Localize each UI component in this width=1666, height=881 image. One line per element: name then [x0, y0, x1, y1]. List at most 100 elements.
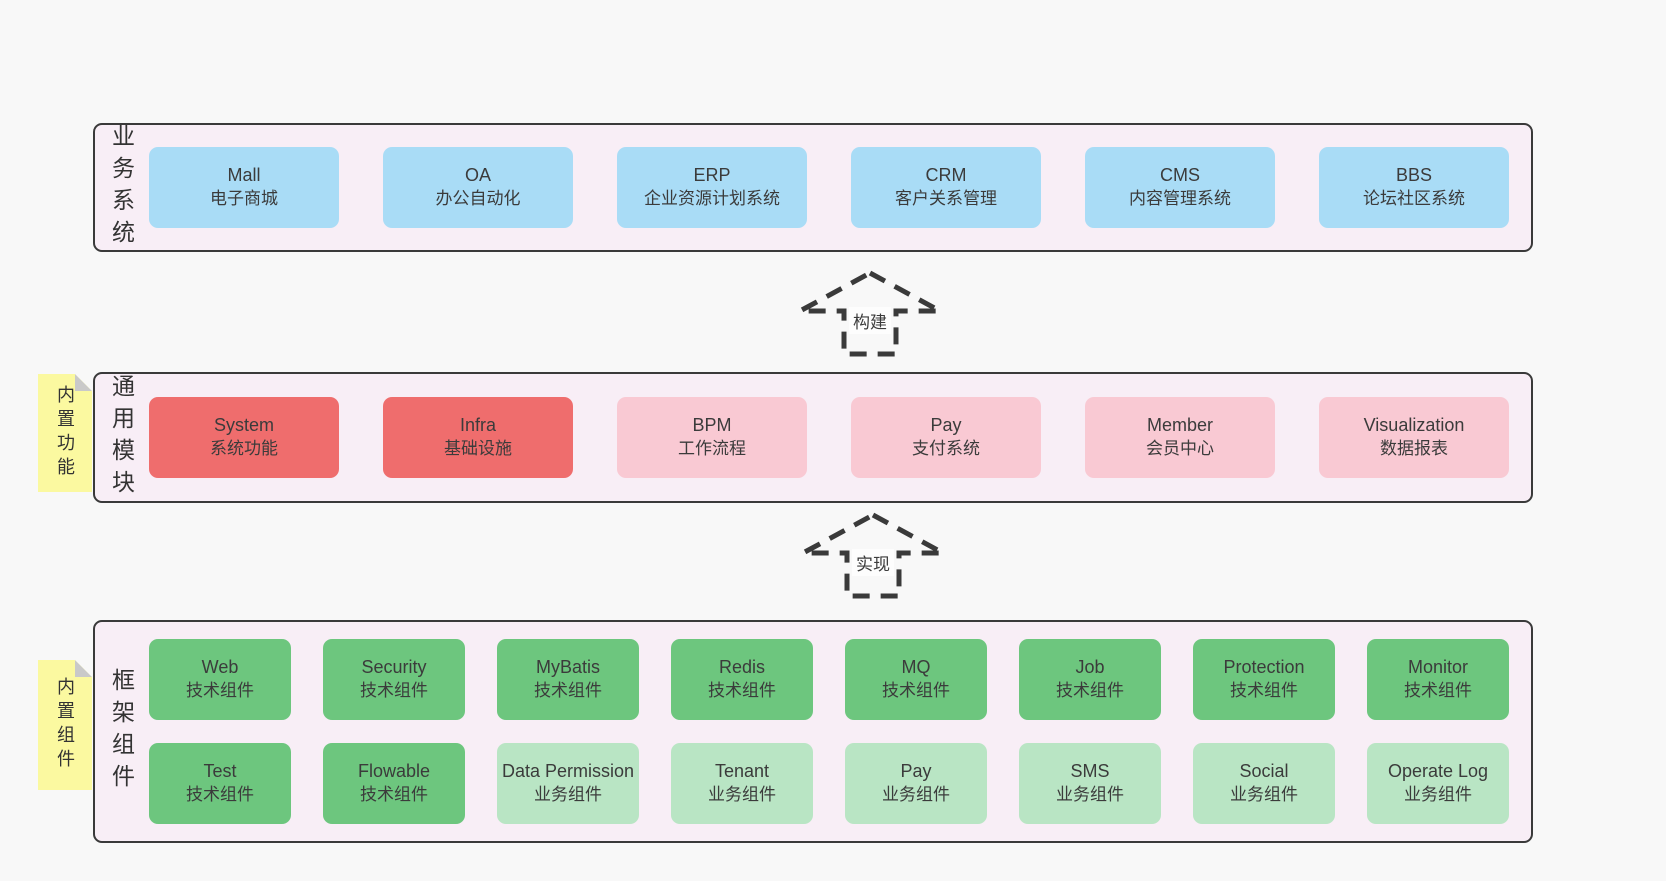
node-title: Data Permission — [501, 761, 635, 782]
node-subtitle: 技术组件 — [1230, 681, 1298, 701]
node-title: Visualization — [1363, 415, 1465, 436]
node-subtitle: 技术组件 — [360, 785, 428, 805]
node-title: SMS — [1070, 761, 1110, 782]
node-subtitle: 企业资源计划系统 — [644, 189, 780, 209]
node-title: Web — [201, 657, 239, 678]
node-security: Security 技术组件 — [323, 639, 465, 720]
folded-corner-icon — [75, 660, 92, 677]
section-label-column: 框架组件 — [95, 622, 147, 841]
node-title: Protection — [1223, 657, 1305, 678]
section-business-systems: 业务系统 Mall 电子商城 OA 办公自动化 ERP 企业资源计划系统 CRM… — [93, 123, 1533, 252]
node-cms: CMS 内容管理系统 — [1085, 147, 1275, 228]
node-web: Web 技术组件 — [149, 639, 291, 720]
node-monitor: Monitor 技术组件 — [1367, 639, 1509, 720]
node-title: Pay — [900, 761, 932, 782]
node-subtitle: 技术组件 — [186, 681, 254, 701]
node-mybatis: MyBatis 技术组件 — [497, 639, 639, 720]
node-title: CMS — [1160, 165, 1200, 186]
node-mall: Mall 电子商城 — [149, 147, 339, 228]
node-title: Pay — [930, 415, 962, 436]
node-subtitle: 技术组件 — [360, 681, 428, 701]
node-title: Social — [1239, 761, 1289, 782]
node-title: System — [213, 415, 274, 436]
node-title: Security — [361, 657, 427, 678]
node-subtitle: 论坛社区系统 — [1363, 189, 1465, 209]
sticky-note-builtin-components: 内置组件 — [38, 660, 92, 790]
node-subtitle: 数据报表 — [1380, 439, 1448, 459]
section-common-label: 通用模块 — [108, 373, 135, 502]
node-title: MQ — [901, 657, 931, 678]
business-boxes-row: Mall 电子商城 OA 办公自动化 ERP 企业资源计划系统 CRM 客户关系… — [147, 125, 1531, 250]
framework-boxes-grid: Web 技术组件 Security 技术组件 MyBatis 技术组件 Redi… — [147, 622, 1531, 841]
node-subtitle: 基础设施 — [444, 439, 512, 459]
node-test: Test 技术组件 — [149, 743, 291, 824]
node-member: Member 会员中心 — [1085, 397, 1275, 478]
node-title: Job — [1075, 657, 1105, 678]
section-common-modules: 通用模块 System 系统功能 Infra 基础设施 BPM 工作流程 Pay… — [93, 372, 1533, 503]
node-title: Operate Log — [1387, 761, 1489, 782]
node-subtitle: 客户关系管理 — [895, 189, 997, 209]
sticky-note-builtin-features: 内置功能 — [38, 374, 92, 492]
node-subtitle: 内容管理系统 — [1129, 189, 1231, 209]
section-business-label: 业务系统 — [108, 123, 135, 252]
node-job: Job 技术组件 — [1019, 639, 1161, 720]
implement-arrow: 实现 — [798, 510, 948, 602]
node-subtitle: 技术组件 — [1056, 681, 1124, 701]
node-bpm: BPM 工作流程 — [617, 397, 807, 478]
node-title: Member — [1146, 415, 1213, 436]
node-title: Tenant — [714, 761, 770, 782]
node-title: Monitor — [1407, 657, 1469, 678]
node-social: Social 业务组件 — [1193, 743, 1335, 824]
node-subtitle: 电子商城 — [210, 189, 278, 209]
up-arrow-dashed-icon — [798, 270, 942, 357]
node-pay-component: Pay 业务组件 — [845, 743, 987, 824]
node-subtitle: 工作流程 — [678, 439, 746, 459]
section-framework-components: 框架组件 Web 技术组件 Security 技术组件 MyBatis 技术组件… — [93, 620, 1533, 843]
sticky-note-text: 内置功能 — [55, 385, 75, 481]
node-title: Test — [203, 761, 237, 782]
node-subtitle: 业务组件 — [534, 785, 602, 805]
node-protection: Protection 技术组件 — [1193, 639, 1335, 720]
node-subtitle: 技术组件 — [534, 681, 602, 701]
node-subtitle: 技术组件 — [708, 681, 776, 701]
node-tenant: Tenant 业务组件 — [671, 743, 813, 824]
node-subtitle: 技术组件 — [882, 681, 950, 701]
node-subtitle: 会员中心 — [1146, 439, 1214, 459]
node-redis: Redis 技术组件 — [671, 639, 813, 720]
node-subtitle: 系统功能 — [210, 439, 278, 459]
implement-arrow-label: 实现 — [852, 548, 894, 576]
sticky-note-text: 内置组件 — [55, 677, 75, 773]
node-title: Mall — [227, 165, 261, 186]
up-arrow-dashed-icon — [801, 512, 945, 599]
node-title: BPM — [692, 415, 732, 436]
node-erp: ERP 企业资源计划系统 — [617, 147, 807, 228]
node-subtitle: 技术组件 — [1404, 681, 1472, 701]
node-mq: MQ 技术组件 — [845, 639, 987, 720]
node-subtitle: 业务组件 — [1404, 785, 1472, 805]
node-title: Flowable — [357, 761, 431, 782]
section-label-column: 通用模块 — [95, 373, 147, 502]
node-subtitle: 支付系统 — [912, 439, 980, 459]
node-sms: SMS 业务组件 — [1019, 743, 1161, 824]
node-bbs: BBS 论坛社区系统 — [1319, 147, 1509, 228]
common-boxes-row: System 系统功能 Infra 基础设施 BPM 工作流程 Pay 支付系统… — [147, 374, 1531, 501]
node-title: ERP — [693, 165, 731, 186]
node-pay-system: Pay 支付系统 — [851, 397, 1041, 478]
node-title: Redis — [718, 657, 766, 678]
section-framework-label: 框架组件 — [108, 667, 135, 796]
node-crm: CRM 客户关系管理 — [851, 147, 1041, 228]
folded-corner-icon — [75, 374, 92, 391]
build-arrow-label: 构建 — [849, 306, 891, 334]
node-operate-log: Operate Log 业务组件 — [1367, 743, 1509, 824]
build-arrow: 构建 — [795, 270, 945, 358]
node-oa: OA 办公自动化 — [383, 147, 573, 228]
node-title: OA — [464, 165, 491, 186]
node-data-permission: Data Permission 业务组件 — [497, 743, 639, 824]
node-subtitle: 技术组件 — [186, 785, 254, 805]
section-label-column: 业务系统 — [95, 123, 147, 252]
node-title: MyBatis — [535, 657, 600, 678]
node-subtitle: 办公自动化 — [435, 189, 521, 209]
node-infra: Infra 基础设施 — [383, 397, 573, 478]
node-flowable: Flowable 技术组件 — [323, 743, 465, 824]
node-subtitle: 业务组件 — [708, 785, 776, 805]
